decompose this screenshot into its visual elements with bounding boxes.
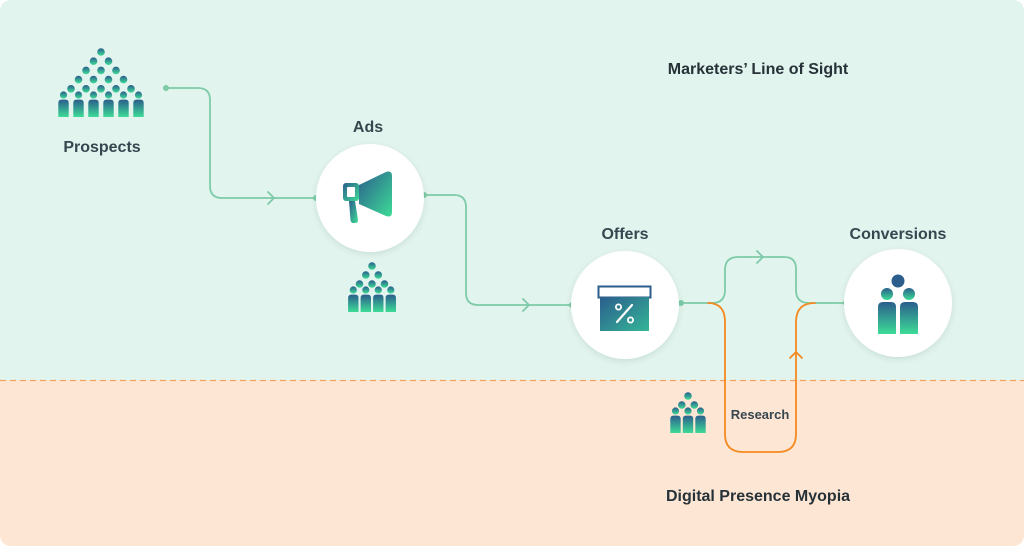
- bottom-zone-title: Digital Presence Myopia: [665, 488, 851, 505]
- top-zone-title: Marketers’ Line of Sight: [667, 61, 849, 78]
- person-head: [684, 392, 692, 400]
- person-head: [104, 75, 113, 84]
- crowd-icon: [58, 48, 144, 117]
- person-head: [74, 75, 83, 84]
- person-head: [89, 75, 98, 84]
- person-head: [690, 401, 699, 409]
- connector-dot: [678, 300, 684, 306]
- research-arrow: [789, 351, 803, 359]
- person-head: [119, 75, 128, 84]
- top-zone: [0, 0, 1024, 380]
- flow-arrow-2: [522, 298, 530, 312]
- person-head: [89, 57, 98, 65]
- person-head: [112, 66, 120, 75]
- person-head: [380, 280, 389, 288]
- offers-label: Offers: [601, 226, 649, 243]
- flow-line-offers-conversions: [680, 256, 847, 304]
- person-head: [362, 271, 370, 279]
- flow-line-ads-offers: [423, 194, 573, 306]
- research-label: Research: [730, 407, 790, 422]
- connector-dot: [163, 85, 169, 91]
- flow-arrow-3: [756, 250, 764, 264]
- person-head: [82, 85, 90, 93]
- person-head: [374, 271, 383, 279]
- crowd-icon: [670, 392, 706, 433]
- flow-arrow-1: [267, 191, 275, 205]
- people-icon: [878, 274, 918, 334]
- person-head: [97, 66, 105, 75]
- person-head: [678, 401, 686, 409]
- research-path: [707, 302, 816, 453]
- ads-label: Ads: [352, 119, 384, 136]
- person-head: [355, 280, 364, 288]
- conversions-node: [844, 249, 952, 357]
- bottom-zone: [0, 380, 1024, 546]
- crowd-icon: [348, 262, 396, 312]
- person-head: [82, 66, 90, 75]
- person-head: [368, 280, 376, 288]
- person-head: [127, 85, 135, 93]
- person-head: [104, 57, 113, 65]
- person-head: [67, 85, 75, 93]
- prospects-label: Prospects: [63, 139, 141, 156]
- megaphone-icon: [343, 171, 392, 223]
- flow-line-prospects-ads: [165, 87, 317, 199]
- person-head: [112, 85, 120, 93]
- discount-icon: [597, 285, 652, 331]
- person-head: [97, 85, 105, 93]
- conversions-label: Conversions: [849, 226, 947, 243]
- person-head: [368, 262, 376, 270]
- person-head: [97, 48, 105, 56]
